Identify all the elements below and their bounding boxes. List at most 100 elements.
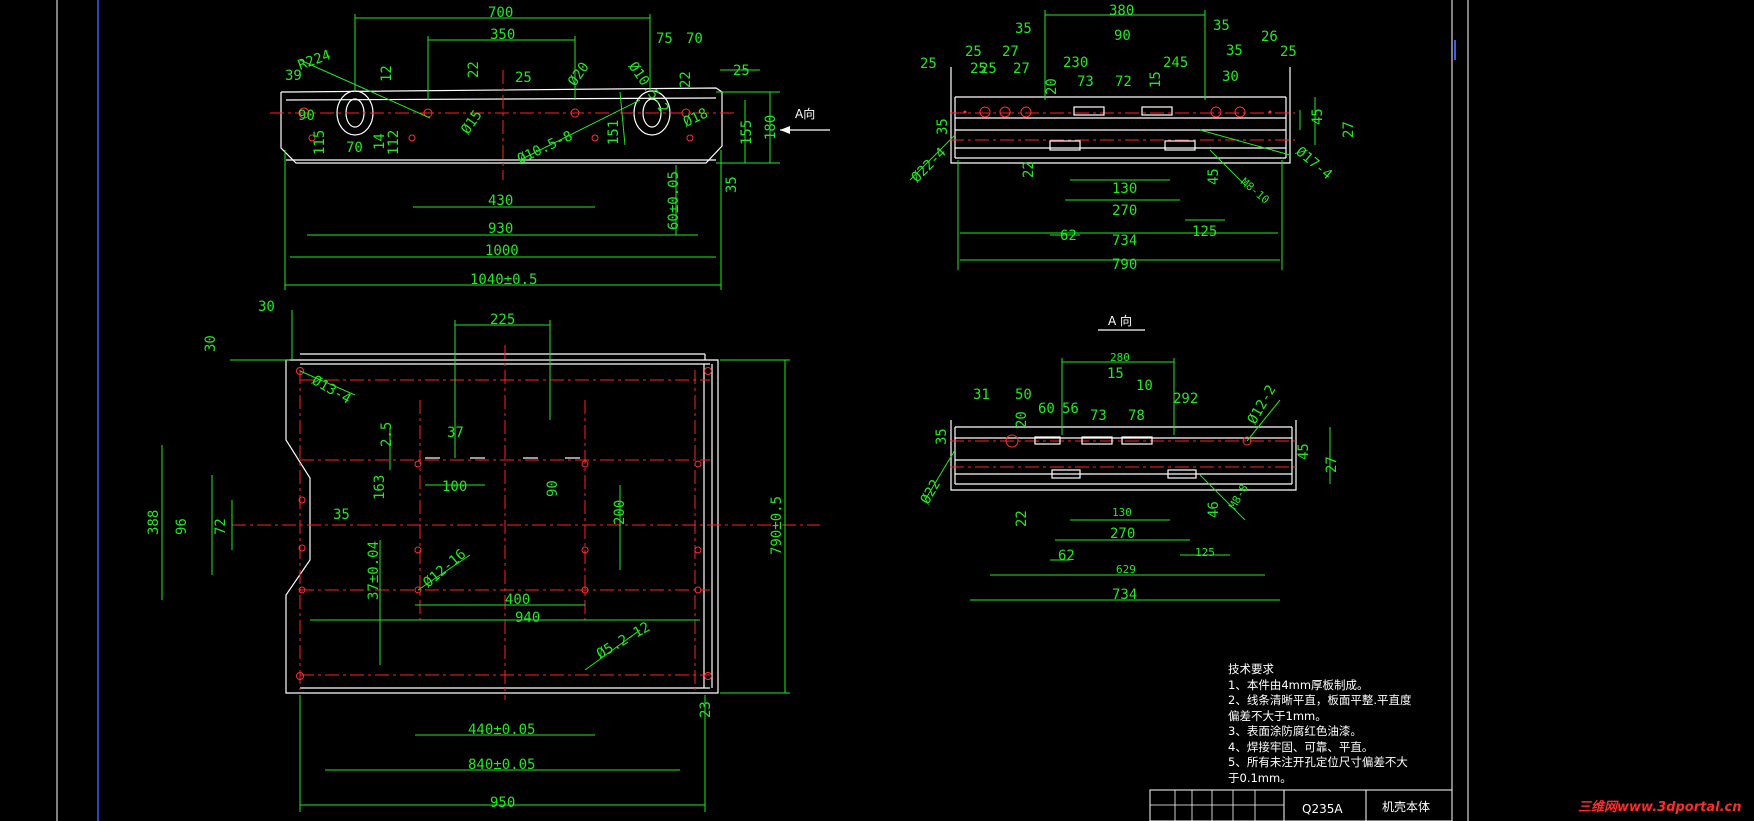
pv-hole-13-4: Ø13-4 <box>309 373 354 408</box>
av-dim-15: 15 <box>1107 366 1124 382</box>
fv-dim-35: 35 <box>935 118 951 135</box>
pv-dim-23: 23 <box>698 701 714 718</box>
av-dim-125: 125 <box>1195 546 1215 559</box>
plan-view <box>161 310 820 812</box>
fv-dim-73: 73 <box>1077 74 1094 90</box>
pv-dim-30a: 30 <box>258 299 275 315</box>
fv-dim-35a: 35 <box>1015 21 1032 37</box>
av-dim-280: 280 <box>1110 351 1130 364</box>
av-dim-31: 31 <box>973 387 990 403</box>
pv-dim-940: 940 <box>515 610 540 626</box>
view-arrow-label: A向 <box>795 106 815 121</box>
av-m8-8: M8-8 <box>1226 482 1251 511</box>
av-dim-629: 629 <box>1116 563 1136 576</box>
dim-25-right: 25 <box>733 63 750 79</box>
fv-dim-245: 245 <box>1163 55 1188 71</box>
av-dim-78: 78 <box>1128 408 1145 424</box>
fv-hole-17-4: Ø17-4 <box>1292 144 1335 183</box>
pv-dim-2-5: 2.5 <box>379 422 395 447</box>
front-view <box>909 10 1316 270</box>
pv-dim-37-tol: 37±0.04 <box>366 541 382 600</box>
av-dim-73: 73 <box>1090 408 1107 424</box>
fv-dim-90: 90 <box>1114 28 1131 44</box>
dim-700: 700 <box>488 5 513 21</box>
fv-dim-26: 26 <box>1261 29 1278 45</box>
pv-dim-400: 400 <box>505 592 530 608</box>
dim-22-right: 22 <box>678 71 694 88</box>
fv-dim-25a: 25 <box>920 56 937 72</box>
fv-dim-380: 380 <box>1109 3 1134 19</box>
top-view-dimensions: 700 350 75 70 25 R224 39 90 115 70 12 14… <box>285 5 815 288</box>
fv-dim-230: 230 <box>1063 55 1088 71</box>
dim-180: 180 <box>763 115 779 140</box>
title-block: Q235A 机壳本体 <box>1149 789 1453 821</box>
av-dim-130: 130 <box>1112 506 1132 519</box>
note-line-3: 偏差不大于1mm。 <box>1228 708 1327 723</box>
dim-155: 155 <box>739 120 755 145</box>
fv-hole-22-4: Ø22-4 <box>909 145 950 186</box>
dim-930: 930 <box>488 221 513 237</box>
fv-dim-45b: 45 <box>1206 168 1222 185</box>
pv-dim-790: 790±0.5 <box>769 496 785 555</box>
av-dim-22: 22 <box>1014 510 1030 527</box>
a-view-label: A 向 <box>1108 313 1132 328</box>
av-dim-50: 50 <box>1015 387 1032 403</box>
dim-70: 70 <box>686 31 703 47</box>
av-dim-46: 46 <box>1206 501 1222 518</box>
part-name-label: 机壳本体 <box>1382 800 1430 814</box>
dim-60: 60±0.05 <box>666 171 682 230</box>
dim-430: 430 <box>488 193 513 209</box>
note-line-1: 1、本件由4mm厚板制成。 <box>1228 677 1369 692</box>
note-line-5: 4、焊接牢固、可靠、平直。 <box>1228 739 1374 754</box>
dim-39: 39 <box>285 68 302 84</box>
dim-14: 14 <box>372 133 388 150</box>
fv-dim-130: 130 <box>1112 181 1137 197</box>
dim-90: 90 <box>298 108 315 124</box>
dim-70-left: 70 <box>346 140 363 156</box>
fv-dim-35c: 35 <box>1226 43 1243 59</box>
av-hole-12-2: Ø12-2 <box>1245 382 1280 427</box>
fv-dim-27: 27 <box>1341 121 1357 138</box>
fv-dim-25d: 25 <box>970 61 987 77</box>
pv-dim-840: 840±0.05 <box>468 757 535 773</box>
av-dim-56: 56 <box>1062 401 1079 417</box>
fv-dim-15: 15 <box>1148 71 1164 88</box>
dim-350: 350 <box>490 27 515 43</box>
technical-requirements: 技术要求 1、本件由4mm厚板制成。 2、线条清晰平直，板面平整.平直度 偏差不… <box>1228 662 1468 786</box>
fv-dim-270: 270 <box>1112 203 1137 219</box>
note-line-7: 于0.1mm。 <box>1228 770 1292 785</box>
hole-10-5-2: Ø10.5-2 <box>625 59 672 117</box>
av-dim-62: 62 <box>1058 548 1075 564</box>
pv-dim-950: 950 <box>490 795 515 811</box>
hole-10-5-8: Ø10.5-8 <box>515 128 575 167</box>
watermark: 三维网www.3dportal.cn <box>1578 800 1742 815</box>
dim-75: 75 <box>656 31 673 47</box>
pv-dim-96: 96 <box>174 518 190 535</box>
av-dim-734: 734 <box>1112 587 1137 603</box>
fv-dim-25e: 25 <box>980 61 997 77</box>
a-view-dimensions: 280 15 10 31 50 60 56 73 78 292 Ø12-2 20… <box>918 351 1340 603</box>
plan-view-dimensions: 30 30 225 Ø13-4 2.5 37 100 163 90 200 38… <box>146 299 785 811</box>
fv-dim-62: 62 <box>1060 228 1077 244</box>
av-dim-45: 45 <box>1296 443 1312 460</box>
pv-dim-30b: 30 <box>203 335 219 352</box>
av-dim-10: 10 <box>1136 378 1153 394</box>
dim-1040: 1040±0.5 <box>470 272 537 288</box>
pv-dim-225: 225 <box>490 312 515 328</box>
dim-12: 12 <box>379 65 395 82</box>
fv-dim-125: 125 <box>1192 224 1217 240</box>
pv-hole-5-2-12: Ø5.2-12 <box>594 619 653 662</box>
av-dim-292: 292 <box>1173 391 1198 407</box>
hole-20: Ø20 <box>565 59 593 89</box>
dim-1000: 1000 <box>485 243 519 259</box>
hole-15: Ø15 <box>458 107 486 137</box>
pv-dim-440: 440±0.05 <box>468 722 535 738</box>
notes-title: 技术要求 <box>1228 662 1274 676</box>
pv-hole-12-16: Ø12-16 <box>420 546 469 591</box>
fv-m8-10: M8-10 <box>1238 175 1272 206</box>
fv-dim-30: 30 <box>1222 69 1239 85</box>
a-view: A 向 <box>924 313 1331 601</box>
av-dim-35: 35 <box>934 428 950 445</box>
note-line-2: 2、线条清晰平直，板面平整.平直度 <box>1228 693 1412 707</box>
